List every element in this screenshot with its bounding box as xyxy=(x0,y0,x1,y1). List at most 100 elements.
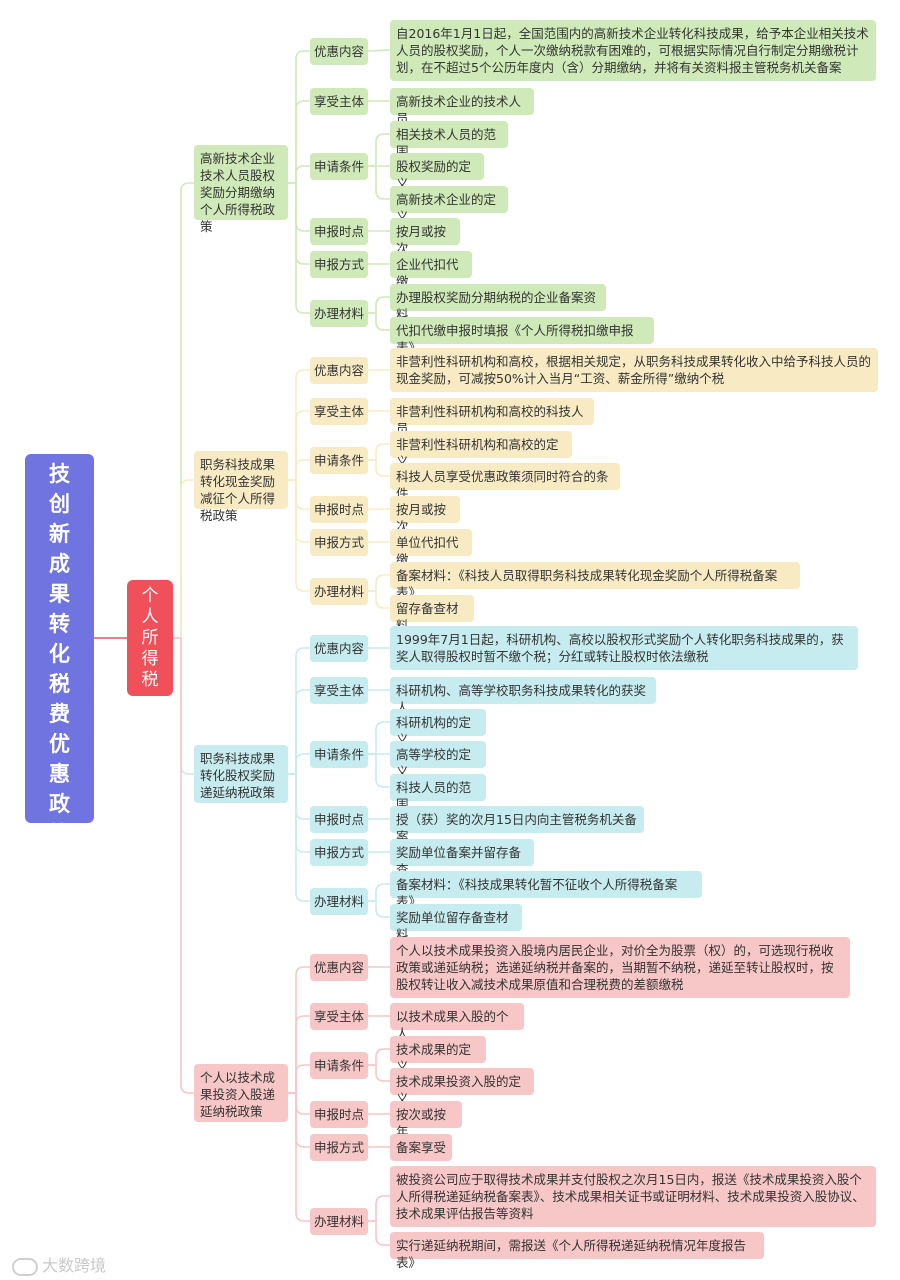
leaf-benefit: 1999年7月1日起，科研机构、高校以股权形式奖励个人转化职务科技成果的，获奖人… xyxy=(390,626,858,670)
root-topic: 科技创新成果转化税费优惠政策 xyxy=(25,432,94,846)
watermark: 大数跨境 xyxy=(12,1252,106,1276)
leaf-benefit: 自2016年1月1日起，全国范围内的高新技术企业转化科技成果，给予本企业相关技术… xyxy=(390,20,876,81)
connector-line xyxy=(288,182,310,232)
connector-line xyxy=(288,100,310,184)
connector-line xyxy=(288,1092,310,1148)
connector-line xyxy=(368,1220,390,1246)
leaf-filing-method: 企业代扣代缴 xyxy=(390,251,472,289)
connector-line xyxy=(368,1048,390,1066)
connector-line xyxy=(368,753,390,788)
attr-materials: 办理材料 xyxy=(310,1208,368,1235)
leaf-filing-method: 奖励单位备案并留存备查 xyxy=(390,839,534,877)
connector-line xyxy=(288,1092,310,1115)
policy-tech-investment-deferral: 个人以技术成果投资入股递延纳税政策 xyxy=(194,1064,288,1122)
attr-filing-time: 申报时点 xyxy=(310,496,368,523)
connector-line xyxy=(368,883,390,902)
connector-line xyxy=(288,459,310,481)
connector-line xyxy=(367,49,391,52)
connector-line xyxy=(288,1064,310,1094)
leaf-condition: 科研机构的定义 xyxy=(390,709,486,747)
leaf-condition: 科技人员的范围 xyxy=(390,774,486,812)
topic-personal-income-tax: 个人所得税 xyxy=(127,580,173,696)
attr-filing-time: 申报时点 xyxy=(310,1101,368,1128)
leaf-material: 备案材料：《科技成果转化暂不征收个人所得税备案表》 xyxy=(390,871,702,909)
attr-materials: 办理材料 xyxy=(310,300,368,327)
leaf-material: 办理股权奖励分期纳税的企业备案资料 xyxy=(390,284,606,322)
leaf-material: 备案材料：《科技人员取得职务科技成果转化现金奖励个人所得税备案表》 xyxy=(390,562,800,600)
connector-line xyxy=(288,479,310,592)
connector-line xyxy=(288,1092,310,1222)
policy-equity-reward-deferral: 职务科技成果转化股权奖励递延纳税政策 xyxy=(194,745,288,803)
attr-beneficiary: 享受主体 xyxy=(310,88,368,115)
connector-line xyxy=(288,182,310,314)
attr-conditions: 申请条件 xyxy=(310,447,368,474)
attr-filing-method: 申报方式 xyxy=(310,1134,368,1161)
connector-line xyxy=(288,753,310,775)
connector-line xyxy=(288,773,310,820)
connector-line xyxy=(173,637,194,775)
connector-line xyxy=(368,574,390,592)
connector-line xyxy=(368,443,390,461)
connector-line xyxy=(288,1015,310,1094)
connector-line xyxy=(288,50,310,184)
connector-line xyxy=(173,182,194,639)
leaf-filing-time: 按次或按年 xyxy=(390,1101,462,1139)
leaf-material: 实行递延纳税期间，需报送《个人所得税递延纳税情况年度报告表》 xyxy=(390,1232,764,1270)
leaf-condition: 高等学校的定义 xyxy=(390,741,486,779)
leaf-filing-time: 授（获）奖的次月15日内向主管税务机关备案 xyxy=(390,806,644,844)
leaf-beneficiary: 非营利性科研机构和高校的科技人员 xyxy=(390,398,594,436)
leaf-filing-time: 按月或按次 xyxy=(390,218,460,256)
attr-benefit: 优惠内容 xyxy=(310,635,368,662)
connector-line xyxy=(368,133,390,167)
attr-filing-method: 申报方式 xyxy=(310,251,368,278)
attr-benefit: 优惠内容 xyxy=(310,954,368,981)
leaf-beneficiary: 科研机构、高等学校职务科技成果转化的获奖人 xyxy=(390,677,656,715)
leaf-material: 留存备查材料 xyxy=(390,595,474,633)
policy-equity-reward-installment: 高新技术企业技术人员股权奖励分期缴纳个人所得税政策 xyxy=(194,145,288,234)
attr-materials: 办理材料 xyxy=(310,578,368,605)
attr-beneficiary: 享受主体 xyxy=(310,677,368,704)
leaf-condition: 相关技术人员的范围 xyxy=(390,121,508,159)
attr-beneficiary: 享受主体 xyxy=(310,398,368,425)
policy-cash-reward-reduction: 职务科技成果转化现金奖励减征个人所得税政策 xyxy=(194,451,288,523)
connector-line xyxy=(368,459,390,477)
connector-line xyxy=(173,479,194,639)
connector-line xyxy=(288,479,310,543)
connector-line xyxy=(368,721,390,755)
leaf-filing-method: 单位代扣代缴 xyxy=(390,529,472,567)
connector-line xyxy=(288,479,310,510)
connector-line xyxy=(288,966,310,1094)
connector-line xyxy=(288,410,310,481)
attr-benefit: 优惠内容 xyxy=(310,357,368,384)
leaf-beneficiary: 高新技术企业的技术人员 xyxy=(390,88,534,126)
connector-line xyxy=(368,296,390,314)
connector-line xyxy=(288,165,310,184)
attr-benefit: 优惠内容 xyxy=(310,38,368,65)
leaf-condition: 技术成果投资入股的定义 xyxy=(390,1068,534,1106)
connector-line xyxy=(288,773,310,853)
attr-filing-time: 申报时点 xyxy=(310,218,368,245)
connector-line xyxy=(288,773,310,902)
connector-line xyxy=(368,1195,390,1222)
chat-bubble-icon xyxy=(12,1257,38,1276)
attr-conditions: 申请条件 xyxy=(310,153,368,180)
leaf-benefit: 非营利性科研机构和高校，根据相关规定，从职务科技成果转化收入中给予科技人员的现金… xyxy=(390,348,878,392)
connector-line xyxy=(288,182,310,265)
leaf-material: 代扣代缴申报时填报《个人所得税扣缴申报表》 xyxy=(390,317,654,355)
leaf-condition: 高新技术企业的定义 xyxy=(390,186,508,224)
attr-conditions: 申请条件 xyxy=(310,741,368,768)
leaf-filing-method: 备案享受 xyxy=(390,1134,452,1161)
attr-filing-method: 申报方式 xyxy=(310,529,368,556)
attr-beneficiary: 享受主体 xyxy=(310,1003,368,1030)
connector-line xyxy=(368,900,390,918)
leaf-material: 奖励单位留存备查材料 xyxy=(390,904,522,942)
leaf-beneficiary: 以技术成果入股的个人 xyxy=(390,1003,524,1041)
connector-line xyxy=(368,590,390,609)
leaf-condition: 非营利性科研机构和高校的定义 xyxy=(390,431,572,469)
leaf-material: 被投资公司应于取得技术成果并支付股权之次月15日内，报送《技术成果投资入股个人所… xyxy=(390,1166,876,1227)
connector-line xyxy=(288,647,310,775)
connector-line xyxy=(368,1064,390,1082)
leaf-condition: 技术成果的定义 xyxy=(390,1036,486,1074)
connector-line xyxy=(368,165,390,200)
